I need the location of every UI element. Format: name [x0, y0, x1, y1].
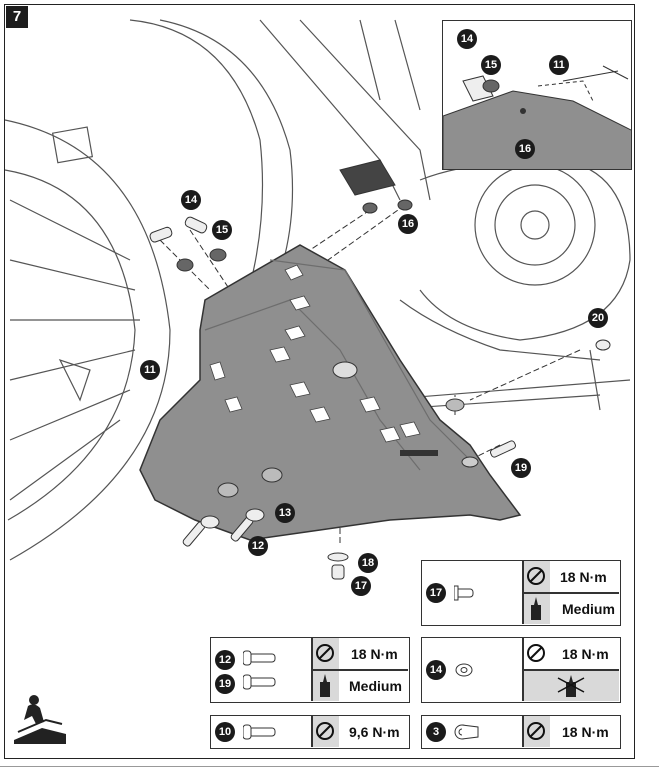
skid-plate [139, 244, 522, 541]
mechanic-workshop-icon [14, 695, 66, 744]
callout-15-top: 15 [212, 220, 232, 240]
table-divider [522, 716, 524, 747]
table-14-id: 14 [426, 660, 446, 680]
table-3-torque: 18 N·m [562, 724, 609, 740]
table-17-id: 17 [426, 583, 446, 603]
table-12-id: 12 [215, 650, 235, 670]
fasteners [149, 159, 611, 580]
callout-17: 17 [351, 576, 371, 596]
spec-table-12-19: 12 19 18 N·m Medium [210, 637, 410, 703]
table-19-id: 19 [215, 674, 235, 694]
spec-table-17: 17 18 N·m Medium [421, 560, 621, 626]
page-divider [0, 766, 659, 767]
flange-bolt-icon [454, 585, 474, 601]
inset-callout-15: 15 [481, 55, 501, 75]
table-divider [311, 716, 313, 747]
table-10-id: 10 [215, 722, 235, 742]
torque-wrench-icon [316, 722, 334, 740]
callout-12: 12 [248, 536, 268, 556]
table-17-torque: 18 N·m [560, 569, 607, 585]
table-divider [311, 638, 313, 701]
threadlocker-bottle-icon [531, 597, 541, 620]
torque-wrench-icon [527, 567, 545, 585]
table-12-torque: 18 N·m [351, 646, 398, 662]
table-10-torque: 9,6 N·m [349, 724, 400, 740]
detail-inset: 14 15 11 16 [442, 20, 632, 170]
callout-16: 16 [398, 214, 418, 234]
table-17-threadlock: Medium [562, 601, 615, 617]
callout-18: 18 [358, 553, 378, 573]
threadlocker-bottle-icon [320, 674, 330, 697]
inset-drawing [443, 65, 631, 169]
bolt-icon [243, 724, 276, 740]
spec-table-3: 3 18 N·m [421, 715, 621, 749]
callout-13: 13 [275, 503, 295, 523]
spec-table-10: 10 9,6 N·m [210, 715, 410, 749]
table-14-torque: 18 N·m [562, 646, 609, 662]
callout-11-main: 11 [140, 360, 160, 380]
table-12-threadlock: Medium [349, 678, 402, 694]
torque-wrench-icon [527, 722, 545, 740]
table-divider [522, 638, 524, 701]
callout-19: 19 [511, 458, 531, 478]
no-threadlocker-icon [557, 675, 585, 697]
spec-table-14: 14 18 N·m [421, 637, 621, 703]
table-3-id: 3 [426, 722, 446, 742]
torque-wrench-icon [527, 644, 545, 662]
table-divider [522, 561, 524, 624]
inset-callout-16: 16 [515, 139, 535, 159]
sleeve-nut-icon [454, 724, 479, 740]
table-divider [522, 592, 619, 594]
inset-callout-11: 11 [549, 55, 569, 75]
torque-wrench-icon [316, 644, 334, 662]
washer-nut-icon [455, 663, 473, 677]
front-wheel-outline [4, 119, 171, 561]
bolt-icon [243, 674, 276, 690]
callout-20: 20 [588, 308, 608, 328]
table-divider [311, 669, 408, 671]
step-frame [4, 4, 635, 759]
table-divider [522, 669, 619, 671]
callout-14-top: 14 [181, 190, 201, 210]
step-number: 7 [6, 6, 28, 28]
bolt-icon [243, 650, 276, 666]
inset-callout-14: 14 [457, 29, 477, 49]
